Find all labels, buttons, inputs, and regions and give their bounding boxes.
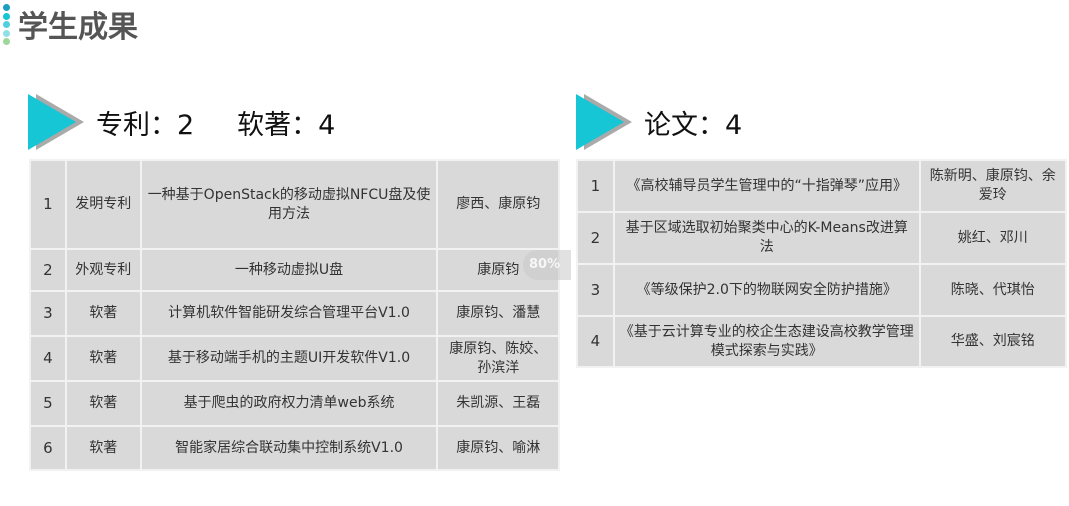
table-row: 1《高校辅导员学生管理中的“十指弹琴”应用》陈新明、康原钧、余爱玲 (576, 159, 1068, 213)
cell-name: 基于移动端手机的主题UI开发软件V1.0 (139, 335, 439, 382)
cell-no: 3 (576, 263, 615, 317)
cell-no: 4 (576, 315, 615, 368)
cell-no: 2 (29, 248, 67, 292)
cell-type: 软著 (64, 425, 142, 471)
cell-no: 1 (29, 159, 67, 250)
cell-name: 《基于云计算专业的校企生态建设高校教学管理模式探索与实践》 (612, 315, 921, 368)
cell-no: 3 (29, 290, 67, 337)
cell-authors: 康原钧、陈姣、孙滨洋 (436, 335, 560, 382)
cell-name: 《高校辅导员学生管理中的“十指弹琴”应用》 (612, 159, 921, 213)
cell-name: 《等级保护2.0下的物联网安全防护措施》 (612, 263, 921, 317)
cell-name: 基于区域选取初始聚类中心的K-Means改进算法 (612, 211, 921, 265)
cell-type: 软著 (64, 335, 142, 382)
page-title: 学生成果 (18, 10, 138, 45)
left-section-heading: 专利：2 软著：4 (96, 109, 336, 141)
cell-type: 发明专利 (64, 159, 142, 250)
arrow-icon (576, 94, 636, 150)
decorative-dots (3, 4, 11, 47)
table-row: 3《等级保护2.0下的物联网安全防护措施》陈晓、代琪怡 (576, 263, 1068, 317)
right-section-header: 论文：4 (576, 94, 742, 150)
right-section-heading: 论文：4 (644, 109, 743, 141)
cell-name: 一种基于OpenStack的移动虚拟NFCU盘及使用方法 (139, 159, 439, 250)
table-row: 4《基于云计算专业的校企生态建设高校教学管理模式探索与实践》华盛、刘宸铭 (576, 315, 1068, 368)
cell-no: 2 (576, 211, 615, 265)
cell-authors: 姚红、邓川 (918, 211, 1068, 265)
cell-authors: 康原钧、喻淋 (436, 425, 560, 471)
cell-no: 1 (576, 159, 615, 213)
cell-authors: 陈新明、康原钧、余爱玲 (918, 159, 1068, 213)
cell-no: 5 (29, 380, 67, 427)
cell-type: 软著 (64, 380, 142, 427)
cell-authors: 康原钧、潘慧 (436, 290, 560, 337)
cell-type: 软著 (64, 290, 142, 337)
cell-no: 6 (29, 425, 67, 471)
cell-name: 计算机软件智能研发综合管理平台V1.0 (139, 290, 439, 337)
cell-authors: 朱凯源、王磊 (436, 380, 560, 427)
zoom-indicator: 80% (523, 250, 571, 280)
cell-authors: 廖西、康原钧 (436, 159, 560, 250)
cell-authors: 华盛、刘宸铭 (918, 315, 1068, 368)
left-section-header: 专利：2 软著：4 (28, 94, 335, 150)
cell-name: 一种移动虚拟U盘 (139, 248, 439, 292)
arrow-icon (28, 94, 88, 150)
cell-type: 外观专利 (64, 248, 142, 292)
cell-name: 基于爬虫的政府权力清单web系统 (139, 380, 439, 427)
cell-no: 4 (29, 335, 67, 382)
cell-name: 智能家居综合联动集中控制系统V1.0 (139, 425, 439, 471)
cell-authors: 陈晓、代琪怡 (918, 263, 1068, 317)
